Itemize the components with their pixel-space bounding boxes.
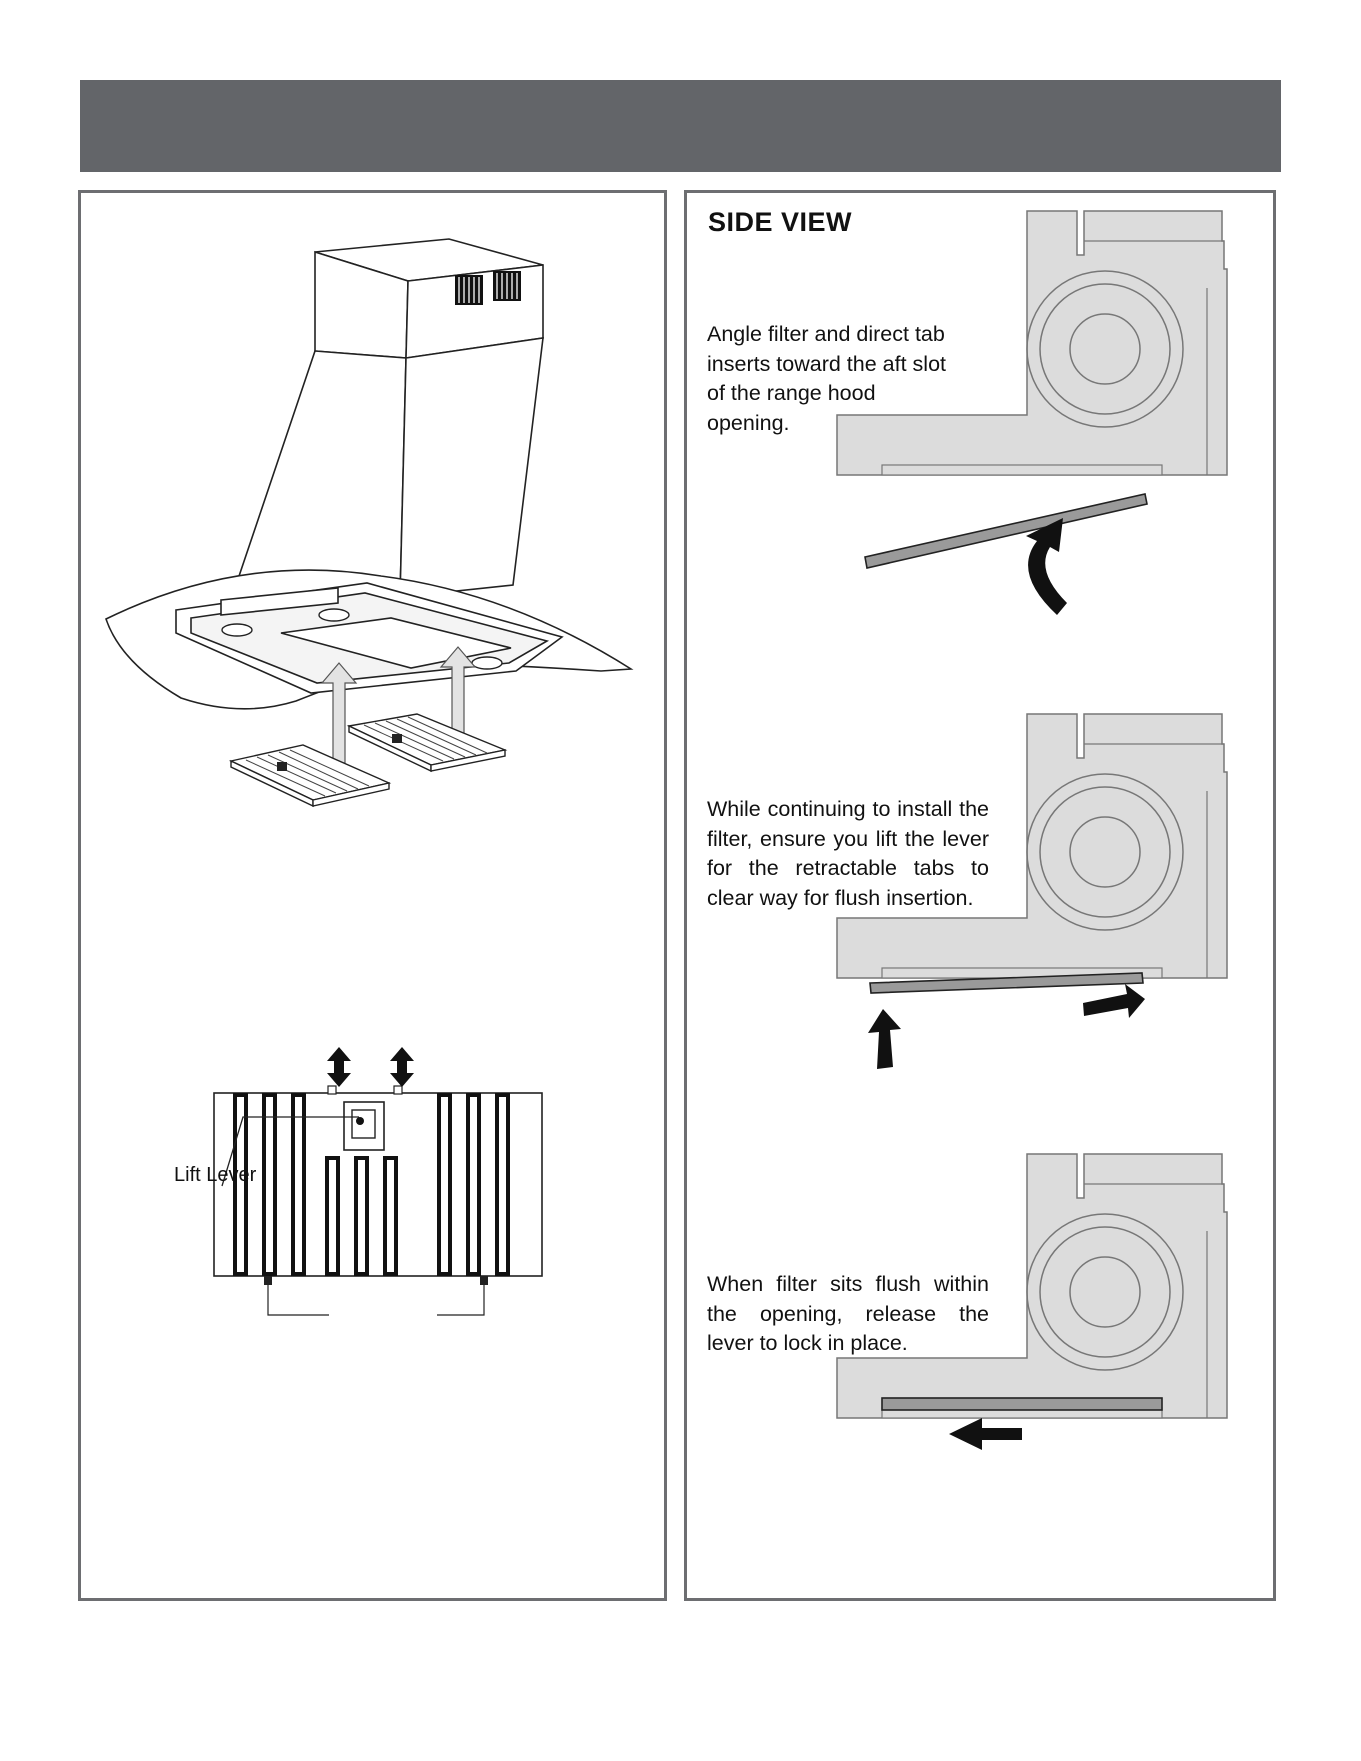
curved-arrow-icon — [1026, 518, 1067, 615]
up-arrow-icon — [320, 646, 477, 764]
step-3-text: When filter sits flush within the openin… — [707, 1272, 989, 1355]
filter-bar — [869, 972, 1144, 994]
right-arrow-icon — [1083, 984, 1145, 1018]
up-arrow-icon — [868, 1009, 901, 1069]
right-panel: SIDE VIEW — [684, 190, 1276, 1601]
hood-side-step-3 — [836, 1153, 1228, 1450]
lift-lever — [343, 1101, 385, 1151]
step-1-text: Angle filter and direct tab inserts towa… — [707, 322, 946, 435]
filter-bar — [881, 1397, 1163, 1411]
left-panel: Lift Lever — [78, 190, 667, 1601]
step-2-text: While continuing to install the filter, … — [707, 797, 989, 910]
header-bar — [80, 80, 1281, 172]
hood-side-step-2 — [836, 713, 1228, 1069]
side-view-title: SIDE VIEW — [708, 207, 853, 237]
filter-front-diagram — [213, 1047, 543, 1316]
left-arrow-icon — [949, 1418, 1022, 1450]
up-down-arrow-icon — [327, 1047, 414, 1087]
side-view-illustration — [836, 210, 1228, 1450]
lift-lever-label: Lift Lever — [174, 1164, 257, 1186]
filter-bar — [864, 493, 1148, 569]
range-hood-illustration — [105, 238, 634, 1316]
hood-side-step-1 — [836, 210, 1228, 615]
